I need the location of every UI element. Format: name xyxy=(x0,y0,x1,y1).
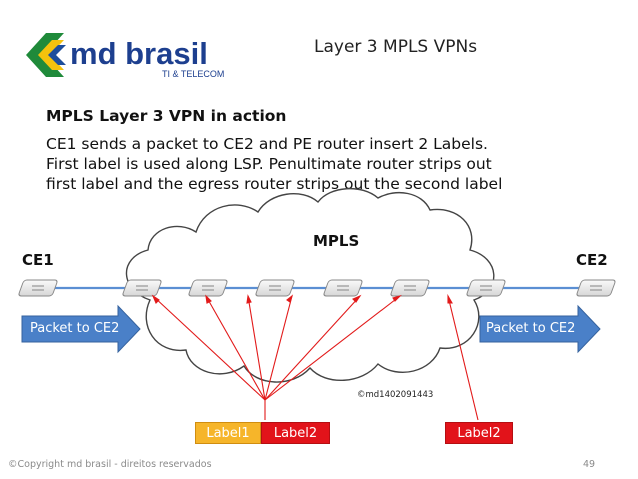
section-heading: MPLS Layer 3 VPN in action xyxy=(46,107,287,125)
logo-tagline-text: TI & TELECOM xyxy=(162,69,224,79)
footer-copyright: ©Copyright md brasil - direitos reservad… xyxy=(8,459,212,470)
label1-box: Label1 xyxy=(195,422,261,444)
router-pe1-icon xyxy=(122,279,162,297)
body-line-1: CE1 sends a packet to CE2 and PE router … xyxy=(46,135,488,153)
watermark-text: ©md1402091443 xyxy=(357,390,434,400)
label2-box-stack: Label2 xyxy=(261,422,330,444)
mpls-cloud-label: MPLS xyxy=(313,232,360,250)
egress-label-pointer xyxy=(447,293,479,421)
logo-mark-icon xyxy=(26,33,66,77)
packet-arrow-left xyxy=(21,304,141,354)
router-ce1-icon xyxy=(18,279,58,297)
router-p1-icon xyxy=(188,279,228,297)
packet-left-label: Packet to CE2 xyxy=(30,321,120,336)
body-line-2: First label is used along LSP. Penultima… xyxy=(46,155,492,173)
body-line-3: first label and the egress router strips… xyxy=(46,175,503,193)
label-stack-pointers xyxy=(151,294,402,420)
label2-box-egress: Label2 xyxy=(445,422,513,444)
ce2-label: CE2 xyxy=(576,251,608,269)
packet-arrow-right xyxy=(479,304,601,354)
slide-title: Layer 3 MPLS VPNs xyxy=(314,37,478,57)
md-brasil-logo: md brasil TI & TELECOM xyxy=(26,33,224,79)
ce1-label: CE1 xyxy=(22,251,54,269)
packet-right-label: Packet to CE2 xyxy=(486,321,576,336)
router-p3-icon xyxy=(323,279,363,297)
logo-brand-text: md brasil xyxy=(70,36,208,71)
router-pe2-icon xyxy=(466,279,506,297)
mpls-cloud-shape xyxy=(125,187,495,383)
router-ce2-icon xyxy=(576,279,616,297)
router-p2-icon xyxy=(255,279,295,297)
router-p4-icon xyxy=(390,279,430,297)
page-number: 49 xyxy=(583,459,596,470)
